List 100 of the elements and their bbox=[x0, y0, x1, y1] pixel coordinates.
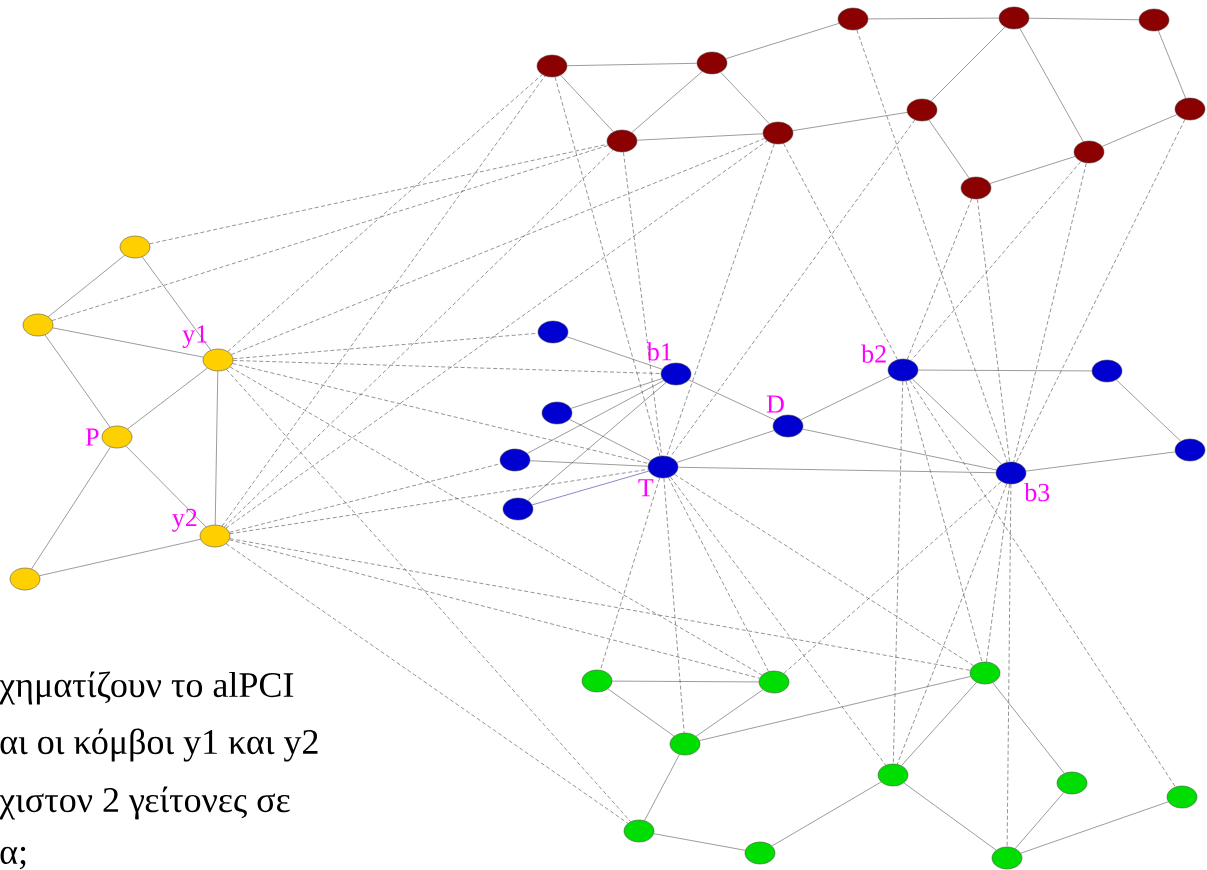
graph-edge bbox=[232, 363, 649, 464]
labeled-node: b2 bbox=[861, 344, 919, 382]
graph-edge bbox=[607, 688, 675, 737]
graph-node bbox=[837, 7, 869, 31]
graph-edge bbox=[896, 483, 1008, 765]
labeled-node: y2 bbox=[172, 508, 231, 548]
graph-edge bbox=[531, 470, 650, 506]
graph-edge bbox=[600, 477, 660, 671]
graph-edge bbox=[783, 143, 898, 360]
graph-edge bbox=[225, 543, 629, 824]
node-label: D bbox=[766, 395, 784, 413]
graph-edge bbox=[231, 138, 765, 355]
graph-edge bbox=[653, 833, 746, 851]
graph-edge bbox=[225, 140, 768, 529]
graph-edge bbox=[223, 149, 614, 528]
graph-node bbox=[744, 841, 776, 865]
graph-node bbox=[1091, 359, 1123, 383]
graph-edge bbox=[51, 145, 609, 321]
graph-edge bbox=[1014, 792, 1065, 849]
graph-node bbox=[877, 763, 909, 787]
graph-edge bbox=[566, 336, 663, 370]
graph-edge bbox=[669, 119, 916, 458]
graph-edge bbox=[636, 133, 764, 141]
graph-edge bbox=[802, 428, 997, 471]
graph-node bbox=[969, 661, 1001, 685]
graph-edge bbox=[1028, 17, 1140, 21]
body-text: χηματίζουν το alPCI bbox=[0, 671, 294, 705]
graph-edge bbox=[232, 332, 539, 360]
graph-edge bbox=[52, 327, 204, 358]
body-text: χιστον 2 γείτονες σε bbox=[0, 786, 290, 820]
graph-edge bbox=[214, 370, 219, 526]
graph-edge bbox=[226, 369, 631, 822]
graph-edge bbox=[229, 463, 501, 533]
labeled-node: D bbox=[766, 395, 804, 438]
graph-edge bbox=[663, 477, 685, 734]
node-label: P bbox=[85, 428, 99, 446]
graph-edge bbox=[644, 754, 680, 821]
graph-edge bbox=[771, 781, 882, 847]
graph-edge bbox=[688, 379, 776, 421]
graph-edge bbox=[666, 143, 775, 457]
graph-edge bbox=[1019, 28, 1084, 142]
graph-edge bbox=[31, 446, 111, 570]
graph-edge bbox=[48, 255, 125, 317]
graph-edge bbox=[527, 382, 667, 501]
graph-edge bbox=[917, 369, 1093, 372]
labeled-node: P bbox=[85, 425, 133, 449]
graph-node bbox=[581, 669, 613, 693]
graph-edge bbox=[529, 460, 649, 467]
graph-edge bbox=[631, 71, 703, 133]
graph-edge bbox=[623, 151, 662, 457]
graph-edge bbox=[127, 367, 208, 430]
graph-edge bbox=[1116, 379, 1181, 442]
labeled-node: b3 bbox=[995, 461, 1050, 502]
node-label: b1 bbox=[646, 342, 672, 361]
node-label: b3 bbox=[1024, 482, 1050, 502]
graph-edge bbox=[912, 378, 1002, 465]
graph-edge bbox=[986, 483, 1010, 663]
graph-edge bbox=[527, 380, 664, 454]
graph-edge bbox=[141, 256, 212, 351]
graph-edge bbox=[570, 378, 663, 409]
labeled-node: b1 bbox=[646, 342, 692, 386]
graph-edge bbox=[792, 112, 908, 131]
body-text: αι οι κόμβοι y1 και y2 bbox=[0, 728, 318, 762]
graph-edge bbox=[725, 23, 840, 59]
node-label: b2 bbox=[861, 344, 886, 363]
graph-edge bbox=[554, 76, 661, 457]
graph-node bbox=[9, 567, 41, 591]
graph-edge bbox=[928, 119, 970, 179]
graph-edge bbox=[674, 474, 974, 666]
graph-edge bbox=[992, 682, 1065, 774]
graph-node bbox=[906, 98, 938, 122]
graph-edge bbox=[867, 17, 1000, 20]
graph-node bbox=[623, 819, 655, 843]
graph-node bbox=[1056, 771, 1088, 795]
graph-node bbox=[537, 320, 569, 344]
graph-node bbox=[960, 176, 992, 200]
graph-node bbox=[991, 846, 1023, 870]
graph-node bbox=[119, 235, 151, 259]
graph-edge bbox=[229, 538, 971, 671]
graph-node bbox=[1174, 97, 1206, 121]
graph-edge bbox=[695, 689, 764, 737]
graph-edge bbox=[676, 430, 775, 463]
graph-edge bbox=[229, 539, 760, 679]
graph-edge bbox=[1013, 162, 1087, 463]
graph-edge bbox=[977, 198, 1010, 463]
graph-edge bbox=[901, 682, 977, 766]
graph-edge bbox=[905, 380, 983, 663]
graph-node bbox=[669, 732, 701, 756]
graph-edge bbox=[39, 539, 201, 576]
graph-edge bbox=[668, 477, 769, 672]
graph-node bbox=[1166, 785, 1198, 809]
labeled-node: y1 bbox=[182, 325, 234, 372]
graph-edge bbox=[989, 156, 1076, 184]
graph-edge bbox=[125, 445, 207, 528]
node-label: y1 bbox=[182, 325, 207, 349]
node-label: T bbox=[638, 479, 654, 497]
graph-edge bbox=[720, 71, 770, 125]
graph-edge bbox=[569, 419, 651, 461]
graph-edge bbox=[1020, 801, 1169, 854]
graph-node bbox=[536, 54, 568, 78]
